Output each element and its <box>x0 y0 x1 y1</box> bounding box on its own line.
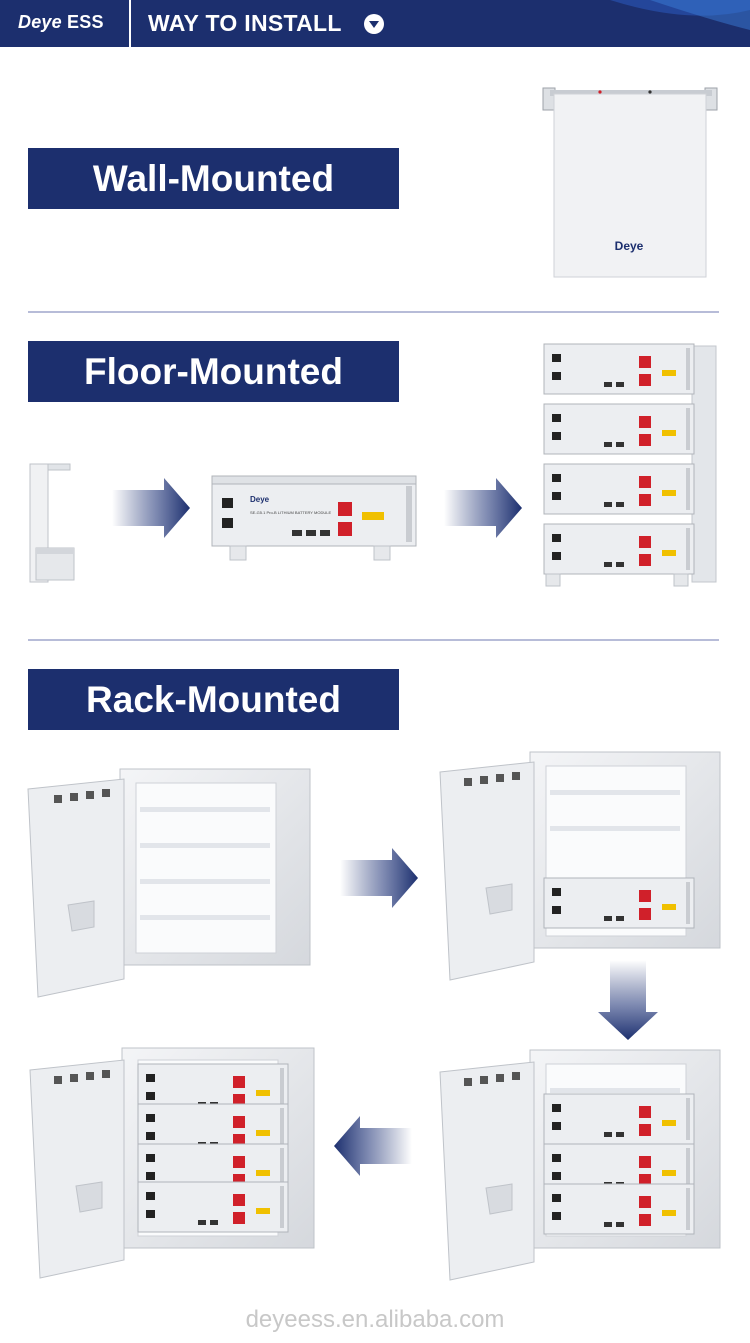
footer-website[interactable]: deyeess.en.alibaba.com <box>245 1306 505 1333</box>
rack-cabinet-full-modules-image <box>29 1047 315 1279</box>
logo-brand: Deye <box>18 12 62 32</box>
header-title: WAY TO INSTALL <box>148 10 342 36</box>
empty-rack-cabinet-image <box>27 768 311 998</box>
wall-battery-brand: Deye <box>615 239 644 253</box>
chevron-down-icon[interactable] <box>364 14 384 34</box>
rack-cabinet-three-modules-image <box>439 1049 721 1281</box>
deye-ess-logo[interactable]: Deye ESS <box>18 12 104 33</box>
arrow-left-icon <box>334 1116 412 1176</box>
header-swoosh <box>610 0 750 30</box>
arrow-right-icon <box>444 478 522 538</box>
rack-cabinet-one-module-image <box>439 751 721 981</box>
module-text: SE-G5.1 Pro-B LITHIUM BATTERY MODULE <box>250 510 331 515</box>
module-brand: Deye <box>250 495 270 504</box>
section-divider-2 <box>28 639 719 641</box>
wall-mounted-battery-image: Deye <box>542 87 718 278</box>
rack-mounted-label: Rack-Mounted <box>28 669 399 730</box>
arrow-down-icon <box>598 960 658 1040</box>
floor-mounted-label: Floor-Mounted <box>28 341 399 402</box>
wall-mounted-label: Wall-Mounted <box>28 148 399 209</box>
header-bar: Deye ESS WAY TO INSTALL <box>0 0 750 47</box>
floor-stacked-modules-image <box>543 343 717 587</box>
battery-module-image: Deye SE-G5.1 Pro-B LITHIUM BATTERY MODUL… <box>211 475 417 561</box>
floor-base-stand-image <box>29 463 75 583</box>
arrow-right-icon <box>340 848 418 908</box>
section-divider-1 <box>28 311 719 313</box>
logo-suffix: ESS <box>61 12 104 32</box>
arrow-right-icon <box>112 478 190 538</box>
header-divider <box>129 0 131 47</box>
